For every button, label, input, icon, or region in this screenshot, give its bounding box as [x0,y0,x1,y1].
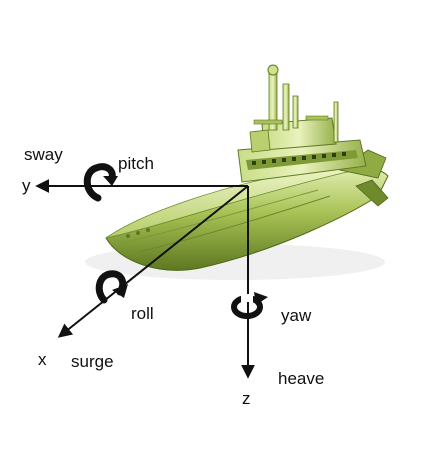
heave-label: heave [278,369,325,388]
x-axis-label: x [38,350,47,369]
surge-label: surge [71,352,114,371]
roll-label: roll [131,304,154,323]
yaw-label: yaw [281,306,312,325]
sway-label: sway [24,145,63,164]
yaw-rotation-icon [231,292,268,319]
axes [35,179,255,379]
pitch-label: pitch [118,154,154,173]
x-axis-arrow [57,185,249,338]
y-axis-label: y [22,176,31,195]
pitch-rotation-icon [83,163,118,202]
z-axis-label: z [242,389,251,408]
roll-rotation-icon [95,270,128,304]
